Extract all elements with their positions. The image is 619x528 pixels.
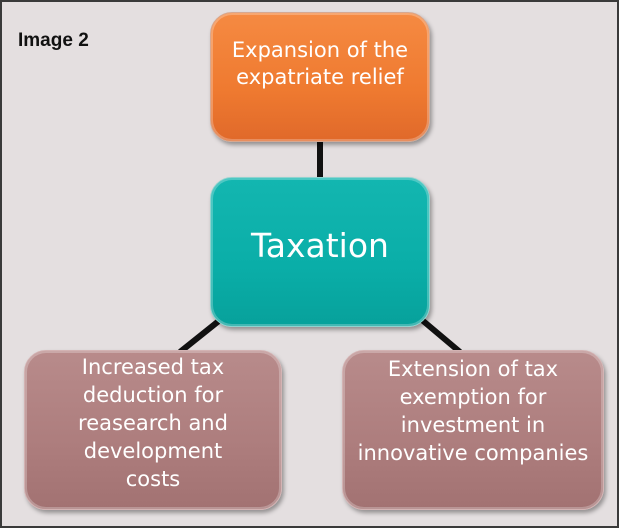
node-text-line: Increased tax (81, 355, 225, 379)
node-text-line: deduction for (82, 383, 224, 407)
node-text-line: reasearch and (78, 411, 228, 435)
node-text-line: expatriate relief (236, 65, 404, 89)
node-text-line: Expansion of the (231, 38, 409, 62)
node-research-deduction-text: Increased tax deduction for reasearch an… (78, 353, 228, 493)
image-label: Image 2 (18, 30, 89, 51)
node-expatriate-relief-text: Expansion of the expatriate relief (232, 37, 408, 91)
node-text-line: innovative companies (357, 441, 589, 465)
node-research-deduction: Increased tax deduction for reasearch an… (24, 350, 282, 510)
node-tax-exemption-text: Extension of tax exemption for investmen… (358, 355, 589, 467)
node-tax-exemption: Extension of tax exemption for investmen… (342, 350, 604, 510)
node-text-line: costs (125, 467, 181, 491)
node-expatriate-relief: Expansion of the expatriate relief (210, 12, 430, 142)
node-taxation: Taxation (210, 177, 430, 327)
node-taxation-label: Taxation (251, 225, 389, 265)
node-text-line: Extension of tax (387, 357, 559, 381)
connector-center-right (420, 317, 462, 355)
connector-center-left (178, 317, 222, 355)
node-text-line: investment in (400, 413, 546, 437)
node-text-line: exemption for (399, 385, 547, 409)
node-text-line: development (83, 439, 223, 463)
